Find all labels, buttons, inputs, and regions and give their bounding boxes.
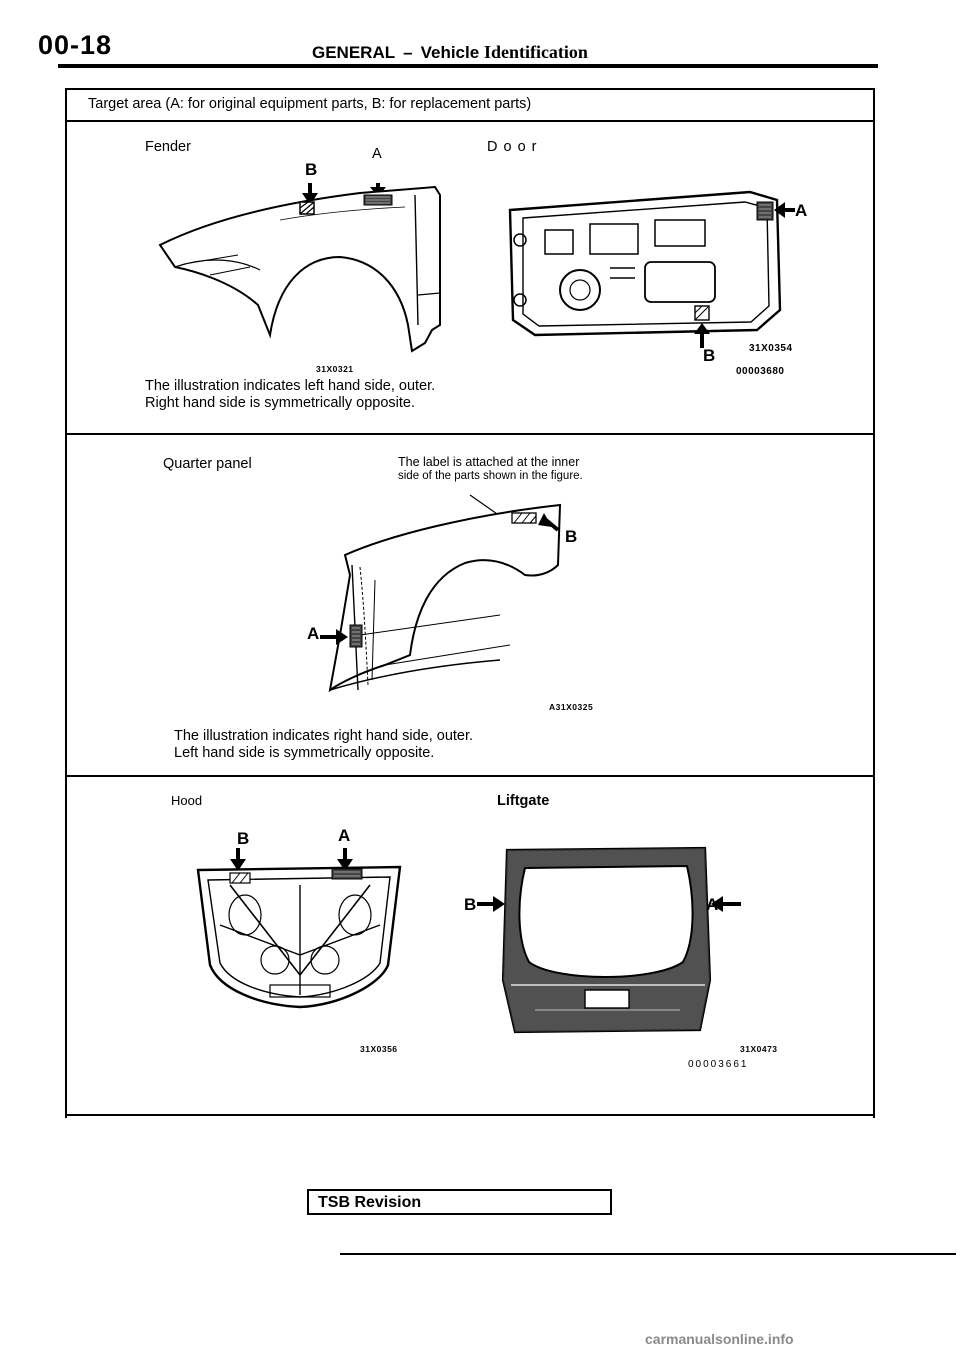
frame-bottom-border <box>65 1114 875 1116</box>
right-hand-note: The illustration indicates right hand si… <box>174 728 473 762</box>
tsb-revision-label: TSB Revision <box>318 1194 422 1211</box>
topic-word-2: Identification <box>483 42 588 62</box>
door-label-a: A <box>795 201 808 220</box>
liftgate-figure-code: 31X0473 <box>740 1044 778 1054</box>
right-hand-note-line-2: Left hand side is symmetrically opposite… <box>174 745 435 761</box>
door-illustration <box>508 190 795 348</box>
quarter-panel-label-a: A <box>307 624 320 643</box>
quarter-panel-label-b: B <box>565 527 578 546</box>
door-figure-code: 31X0354 <box>749 343 793 354</box>
page-number: 00-18 <box>38 30 113 60</box>
quarter-panel-label-note-1: The label is attached at the inner <box>398 455 580 469</box>
watermark-text: carmanualsonline.info <box>645 1331 794 1347</box>
frame-right-border <box>873 88 875 1118</box>
fender-title: Fender <box>145 139 191 155</box>
left-hand-note-line-1: The illustration indicates left hand sid… <box>145 378 436 394</box>
topic-word-1: Vehicle <box>420 43 480 62</box>
quarter-panel-illustration <box>320 494 562 693</box>
door-title: D o o r <box>487 139 538 155</box>
fender-label-b: B <box>305 160 318 179</box>
liftgate-illustration <box>477 846 741 1034</box>
footer-rule <box>340 1253 956 1255</box>
page-title: GENERAL–Vehicle Identification <box>312 42 588 63</box>
fender-illustration <box>158 183 441 353</box>
liftgate-label-b: B <box>464 895 477 914</box>
quarter-panel-title: Quarter panel <box>163 456 252 472</box>
section-divider-1 <box>65 433 875 435</box>
fender-label-a: A <box>372 146 382 162</box>
liftgate-document-code: 00003661 <box>688 1059 749 1070</box>
liftgate-title: Liftgate <box>497 793 550 809</box>
frame-top-border <box>65 88 875 90</box>
hood-label-a: A <box>338 826 351 845</box>
target-area-heading: Target area (A: for original equipment p… <box>88 96 532 112</box>
door-label-b: B <box>703 346 716 365</box>
left-hand-note: The illustration indicates left hand sid… <box>145 378 435 412</box>
hood-figure-code: 31X0356 <box>360 1044 398 1054</box>
liftgate-label-a: A <box>706 895 719 914</box>
header-rule <box>58 64 878 68</box>
door-document-code: 00003680 <box>736 366 785 377</box>
quarter-panel-label-note-2: side of the parts shown in the figure. <box>398 470 583 482</box>
quarter-panel-figure-code: A31X0325 <box>549 702 594 712</box>
hood-label-b: B <box>237 829 250 848</box>
fender-figure-code: 31X0321 <box>316 364 354 374</box>
heading-divider <box>65 120 875 122</box>
frame-left-border <box>65 88 67 1118</box>
left-hand-note-line-2: Right hand side is symmetrically opposit… <box>145 395 415 411</box>
hood-title: Hood <box>171 793 203 808</box>
right-hand-note-line-1: The illustration indicates right hand si… <box>174 728 474 744</box>
section-name: GENERAL <box>312 43 396 62</box>
hood-illustration <box>196 848 402 1009</box>
title-separator: – <box>403 43 413 62</box>
tsb-revision-box <box>307 1189 612 1215</box>
section-divider-2 <box>65 775 875 777</box>
